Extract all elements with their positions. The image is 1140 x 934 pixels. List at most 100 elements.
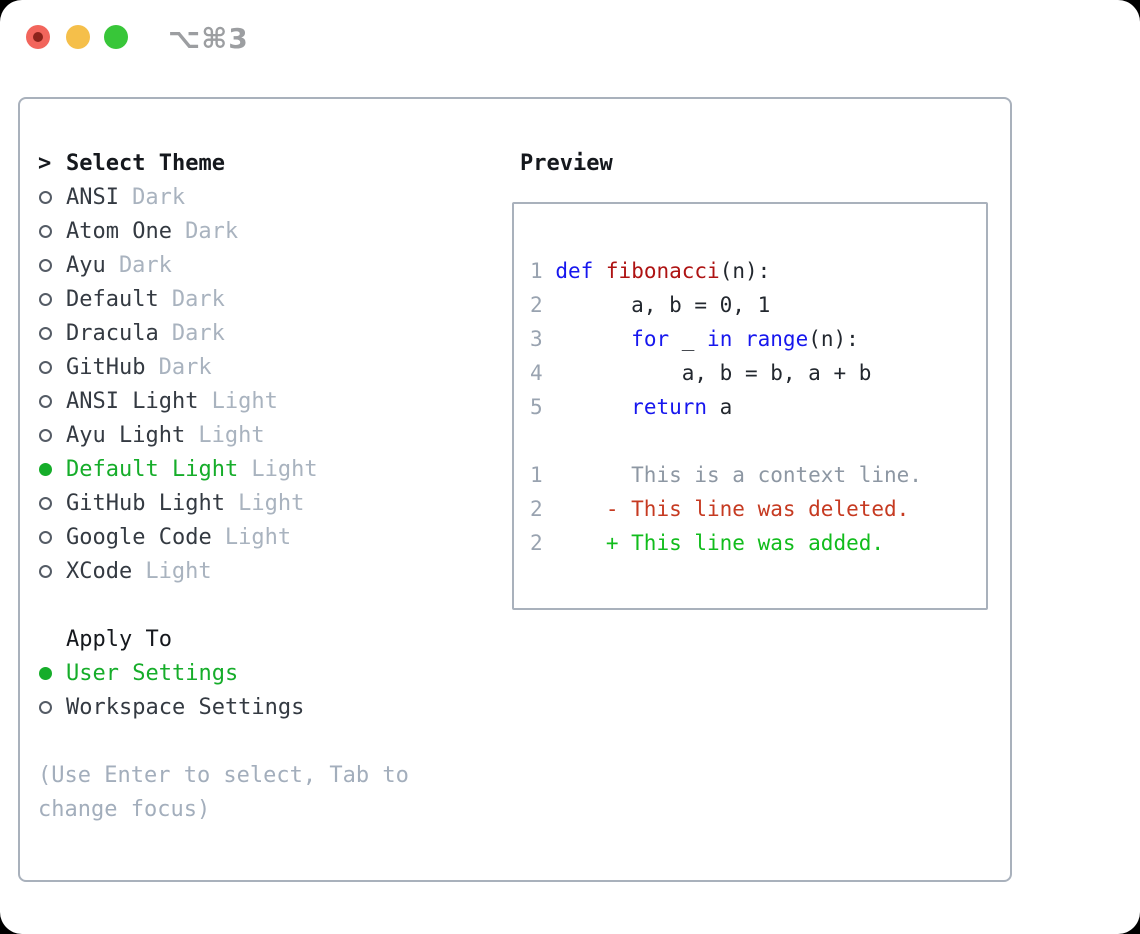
- option-variant: Dark: [185, 219, 239, 244]
- code-token: (n):: [719, 259, 771, 283]
- theme-option-ansi[interactable]: ANSI Dark: [38, 181, 498, 215]
- theme-option-dracula[interactable]: Dracula Dark: [38, 317, 498, 351]
- radio-icon: [39, 259, 52, 272]
- radio-icon: [39, 667, 52, 680]
- option-variant: Dark: [171, 287, 225, 312]
- code-token: 4: [530, 361, 543, 385]
- code-token: 2: [530, 531, 543, 555]
- code-token: (n):: [808, 327, 859, 351]
- code-line: 2 - This line was deleted.: [530, 492, 986, 526]
- theme-option-atom-one[interactable]: Atom One Dark: [38, 215, 498, 249]
- theme-option-google-code[interactable]: Google Code Light: [38, 521, 498, 555]
- code-token: [543, 327, 632, 351]
- code-token: a, b = b, a + b: [542, 361, 872, 385]
- option-label: Default Light: [66, 457, 239, 482]
- minimize-button[interactable]: [66, 25, 90, 49]
- theme-option-ayu-light[interactable]: Ayu Light Light: [38, 419, 498, 453]
- radio-icon: [39, 293, 52, 306]
- code-token: 2: [530, 293, 543, 317]
- option-variant: Dark: [118, 253, 172, 278]
- titlebar: ⌥⌘3: [0, 0, 1140, 70]
- apply-to-title: Apply To: [66, 627, 172, 652]
- code-token: [732, 327, 745, 351]
- theme-option-github-light[interactable]: GitHub Light Light: [38, 487, 498, 521]
- code-line: [530, 424, 986, 458]
- select-theme-header: > Select Theme: [38, 147, 498, 181]
- option-label: Dracula: [66, 321, 159, 346]
- code-token: 1: [530, 259, 543, 283]
- option-variant: Light: [238, 491, 305, 516]
- option-variant: Dark: [171, 321, 225, 346]
- option-variant: Light: [251, 457, 318, 482]
- option-label: Ayu: [66, 253, 106, 278]
- radio-icon: [39, 191, 52, 204]
- radio-icon: [39, 361, 52, 374]
- radio-icon: [39, 497, 52, 510]
- radio-icon: [39, 565, 52, 578]
- help-line-2: change focus): [38, 797, 211, 822]
- help-text: (Use Enter to select, Tab to change focu…: [38, 759, 498, 827]
- apply-option-user-settings[interactable]: User Settings: [38, 657, 498, 691]
- option-label: GitHub Light: [66, 491, 225, 516]
- option-label: User Settings: [66, 661, 239, 686]
- code-token: in: [707, 327, 733, 351]
- zoom-button[interactable]: [104, 25, 128, 49]
- option-label: ANSI Light: [66, 389, 199, 414]
- code-token: def: [555, 259, 594, 283]
- code-token: 5: [530, 395, 543, 419]
- close-button[interactable]: [26, 25, 50, 49]
- preview-column: Preview: [512, 147, 613, 181]
- code-token: [543, 259, 556, 283]
- radio-icon: [39, 463, 52, 476]
- option-label: Google Code: [66, 525, 212, 550]
- code-token: [593, 259, 606, 283]
- theme-option-ayu[interactable]: Ayu Dark: [38, 249, 498, 283]
- code-token: range: [745, 327, 809, 351]
- apply-to-list: User Settings Workspace Settings: [38, 657, 498, 725]
- code-token: - This line was deleted.: [542, 497, 910, 521]
- option-label: Atom One: [66, 219, 172, 244]
- code-token: [543, 395, 632, 419]
- cursor-icon: >: [38, 151, 52, 176]
- code-token: 1: [530, 463, 543, 487]
- select-theme-title: Select Theme: [66, 151, 225, 176]
- preview-title: Preview: [520, 151, 613, 176]
- code-line: 4 a, b = b, a + b: [530, 356, 986, 390]
- option-label: Ayu Light: [66, 423, 186, 448]
- code-token: a, b = 0, 1: [542, 293, 771, 317]
- code-token: This is a context line.: [542, 463, 922, 487]
- radio-icon: [39, 429, 52, 442]
- option-variant: Light: [198, 423, 265, 448]
- option-label: ANSI: [66, 185, 119, 210]
- code-line: 1 def fibonacci(n):: [530, 254, 986, 288]
- option-variant: Dark: [132, 185, 186, 210]
- option-variant: Light: [145, 559, 212, 584]
- code-token: return: [631, 395, 708, 419]
- code-token: 2: [530, 497, 543, 521]
- code-token: _: [669, 327, 708, 351]
- apply-to-header: Apply To: [38, 623, 498, 657]
- radio-icon: [39, 327, 52, 340]
- apply-option-workspace-settings[interactable]: Workspace Settings: [38, 691, 498, 725]
- option-label: GitHub: [66, 355, 146, 380]
- code-line: 3 for _ in range(n):: [530, 322, 986, 356]
- code-line: 5 return a: [530, 390, 986, 424]
- theme-option-default-light[interactable]: Default Light Light: [38, 453, 498, 487]
- option-variant: Light: [224, 525, 292, 550]
- radio-icon: [39, 701, 52, 714]
- code-token: a: [707, 395, 733, 419]
- code-line: 2 a, b = 0, 1: [530, 288, 986, 322]
- code-line: 2 + This line was added.: [530, 526, 986, 560]
- radio-icon: [39, 531, 52, 544]
- code-line: 1 This is a context line.: [530, 458, 986, 492]
- close-dot-icon: [33, 32, 43, 42]
